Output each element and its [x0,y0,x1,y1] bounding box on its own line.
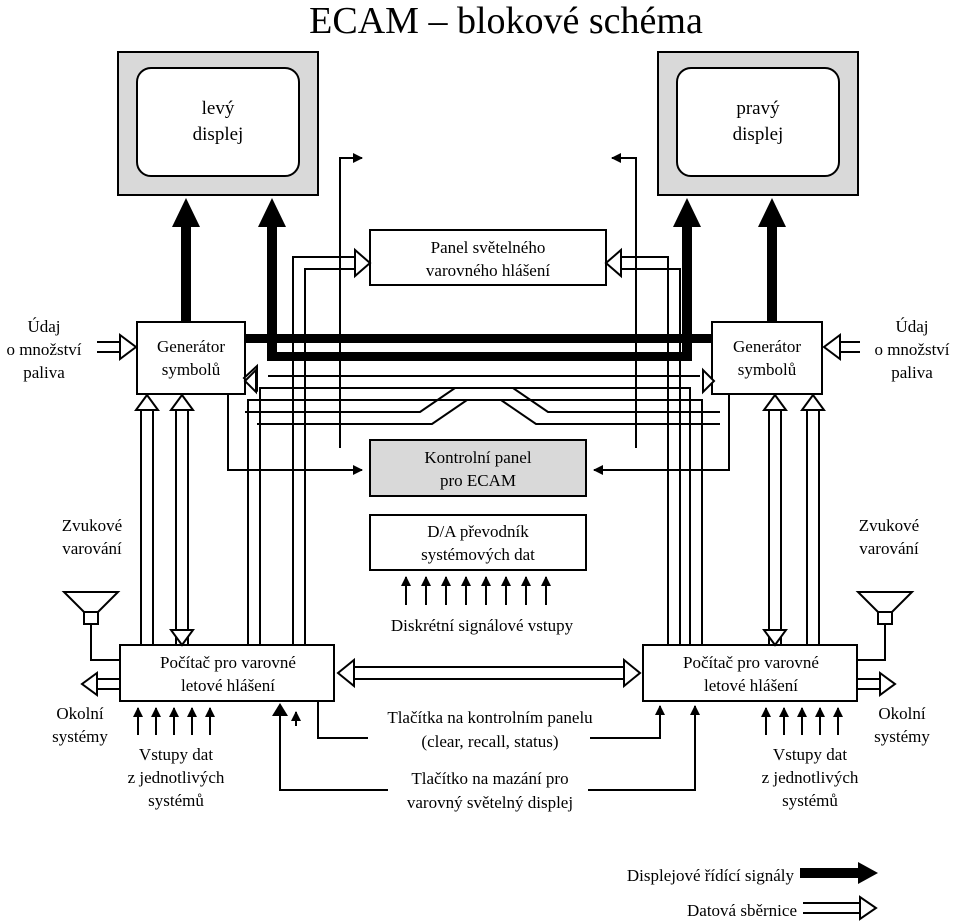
system-inputs-right-line1: Vstupy dat [773,745,847,764]
fuel-left-line1: Údaj [27,317,60,336]
data-bus-lines [134,247,826,689]
symbol-generator-left-line2: symbolů [162,360,221,379]
warning-light-panel-line2: varovného hlášení [426,261,550,280]
legend-data-bus-swatch [803,895,878,921]
left-display: levý displej [117,51,319,196]
legend-display-signals-swatch [800,868,860,878]
other-systems-left-line2: systémy [52,727,108,746]
symbol-generator-left-line1: Generátor [157,337,225,356]
legend-display-signals-label: Displejové řídící signály [627,866,795,885]
fuel-input-left: Údaj o množství paliva [6,317,138,382]
left-display-label-line1: levý [202,98,235,119]
other-systems-right-line1: Okolní [878,704,926,723]
system-inputs-left-line2: z jednotlivých [128,768,225,787]
right-display: pravý displej [657,51,859,196]
sound-warning-left: Zvukové varování [62,516,122,558]
fuel-left-line3: paliva [23,363,65,382]
control-buttons-line1: Tlačítka na kontrolním panelu [387,708,593,727]
other-systems-right: Okolní systémy [857,671,930,746]
warning-computer-left-block: Počítač pro varovné letové hlášení [119,644,335,702]
clear-button-line2: varovný světelný displej [407,793,573,812]
other-systems-right-line2: systémy [874,727,930,746]
warning-computer-right-block: Počítač pro varovné letové hlášení [642,644,858,702]
other-systems-left-line1: Okolní [56,704,104,723]
system-inputs-left-line3: systémů [148,791,204,810]
legend-data-bus-label: Datová sběrnice [687,901,797,920]
warning-computer-left-line1: Počítač pro varovné [160,653,296,672]
fuel-left-line2: o množství [6,340,81,359]
system-input-arrows-left [133,707,215,735]
system-input-arrows-right [761,707,843,735]
system-inputs-left-line1: Vstupy dat [139,745,213,764]
da-converter-line2: systémových dat [421,545,535,564]
warning-computer-left-line2: letové hlášení [181,676,275,695]
ecam-control-panel-block: Kontrolní panel pro ECAM [369,439,587,497]
da-converter-block: D/A převodník systémových dat [369,514,587,571]
system-inputs-right-line3: systémů [782,791,838,810]
sound-right-line2: varování [859,539,919,558]
warning-computer-right-line1: Počítač pro varovné [683,653,819,672]
thin-signal-lines [227,153,730,791]
legend: Displejové řídící signály Datová sběrnic… [627,862,878,921]
system-inputs-right-line2: z jednotlivých [762,768,859,787]
sound-right-line1: Zvukové [859,516,919,535]
ecam-control-panel-line2: pro ECAM [440,471,516,490]
sound-left-line1: Zvukové [62,516,122,535]
sound-warning-right: Zvukové varování [859,516,919,558]
symbol-generator-right-line2: symbolů [738,360,797,379]
da-converter-line1: D/A převodník [427,522,529,541]
clear-button-line1: Tlačítko na mazání pro [411,769,568,788]
discrete-inputs-label: Diskrétní signálové vstupy [391,616,574,635]
right-display-label-line2: displej [733,124,784,145]
left-display-label-line2: displej [193,124,244,145]
other-systems-left: Okolní systémy [52,671,120,746]
speaker-icon [855,591,915,661]
display-signal-lines [172,198,786,361]
discrete-input-arrows [401,576,551,605]
fuel-right-line2: o množství [874,340,949,359]
symbol-generator-left-block: Generátor symbolů [136,321,246,395]
warning-light-panel-line1: Panel světelného [431,238,546,257]
warning-light-panel-block: Panel světelného varovného hlášení [369,229,607,286]
left-computer-arrow-head [272,703,288,716]
right-display-label-line1: pravý [736,98,780,119]
control-buttons-line2: (clear, recall, status) [421,732,558,751]
ecam-control-panel-line1: Kontrolní panel [424,448,531,467]
diagram-title: ECAM – blokové schéma [309,0,703,42]
fuel-right-line3: paliva [891,363,933,382]
fuel-right-line1: Údaj [895,317,928,336]
symbol-generator-right-block: Generátor symbolů [711,321,823,395]
fuel-input-right: Údaj o množství paliva [822,317,950,382]
symbol-generator-right-line1: Generátor [733,337,801,356]
sound-left-line2: varování [62,539,122,558]
speaker-icon [61,591,121,661]
warning-computer-right-line2: letové hlášení [704,676,798,695]
